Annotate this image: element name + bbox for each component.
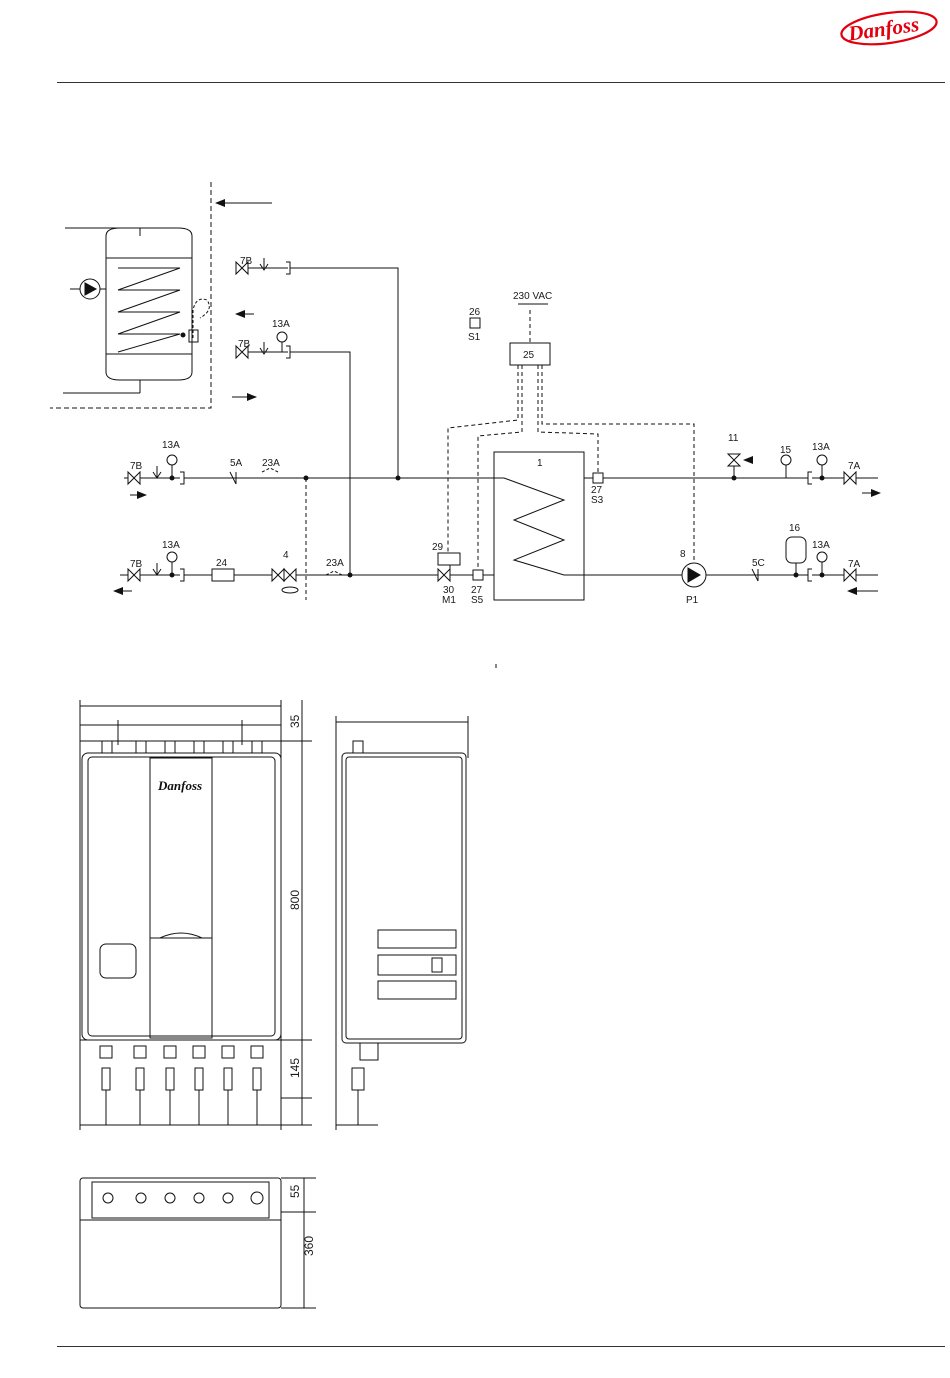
header-rule	[57, 82, 945, 83]
label-7a-return: 7A	[848, 559, 861, 570]
label-15: 15	[780, 445, 792, 456]
label-11: 11	[728, 433, 739, 444]
label-13a-return-left: 13A	[162, 540, 180, 551]
front-top-fittings	[102, 741, 262, 753]
label-7b-middle: 7B	[238, 339, 251, 350]
label-13a-middle: 13A	[272, 319, 290, 330]
label-13a-supply-right: 13A	[812, 442, 830, 453]
dim-depth-top: 55	[288, 1184, 302, 1198]
dim-depth: 360	[302, 1236, 316, 1256]
label-5a: 5A	[230, 458, 243, 469]
label-13a-supply-left: 13A	[162, 440, 180, 451]
label-24: 24	[216, 558, 228, 569]
label-5c: 5C	[752, 558, 765, 569]
label-16: 16	[789, 523, 801, 534]
label-7b-supply: 7B	[130, 461, 143, 472]
label-4: 4	[283, 550, 289, 561]
outdoor-sensor	[470, 318, 480, 328]
front-bottom-fittings	[100, 1046, 263, 1125]
label-m1: M1	[442, 595, 456, 606]
storage-pump-arrow-icon	[85, 283, 96, 295]
label-p1: P1	[686, 595, 699, 606]
hydraulic-schematic: 7B 13A 7B 230 VAC 26 S1 25 1 27 S3 11 15…	[0, 170, 950, 670]
label-26: 26	[469, 307, 481, 318]
label-7a-supply: 7A	[848, 461, 861, 472]
label-s3: S3	[591, 495, 604, 506]
label-29: 29	[432, 542, 444, 553]
dim-height: 800	[288, 890, 302, 910]
footer-rule	[57, 1346, 945, 1347]
label-s5: S5	[471, 595, 484, 606]
label-1: 1	[537, 458, 543, 469]
heat-exchanger	[494, 452, 584, 600]
dim-bottom: 145	[288, 1058, 302, 1078]
system-boundary	[50, 182, 211, 408]
danfoss-logo: Danfoss	[838, 8, 940, 48]
front-view	[80, 700, 312, 1130]
dimension-drawings: Danfoss 35 800 145 55 360	[0, 690, 950, 1330]
label-23a-supply: 23A	[262, 458, 280, 469]
plan-view	[80, 1178, 316, 1308]
label-13a-return-right: 13A	[812, 540, 830, 551]
storage-tank	[63, 228, 209, 393]
label-7b-return: 7B	[130, 559, 143, 570]
label-s1: S1	[468, 332, 481, 343]
dim-top: 35	[288, 714, 302, 728]
side-view	[336, 716, 468, 1130]
label-8: 8	[680, 549, 686, 560]
label-7b-upper: 7B	[240, 256, 253, 267]
label-25: 25	[523, 350, 535, 361]
logo-wordmark: Danfoss	[846, 12, 921, 46]
label-supply-voltage: 230 VAC	[513, 291, 552, 302]
label-23a-return: 23A	[326, 558, 344, 569]
front-logo: Danfoss	[157, 778, 202, 793]
